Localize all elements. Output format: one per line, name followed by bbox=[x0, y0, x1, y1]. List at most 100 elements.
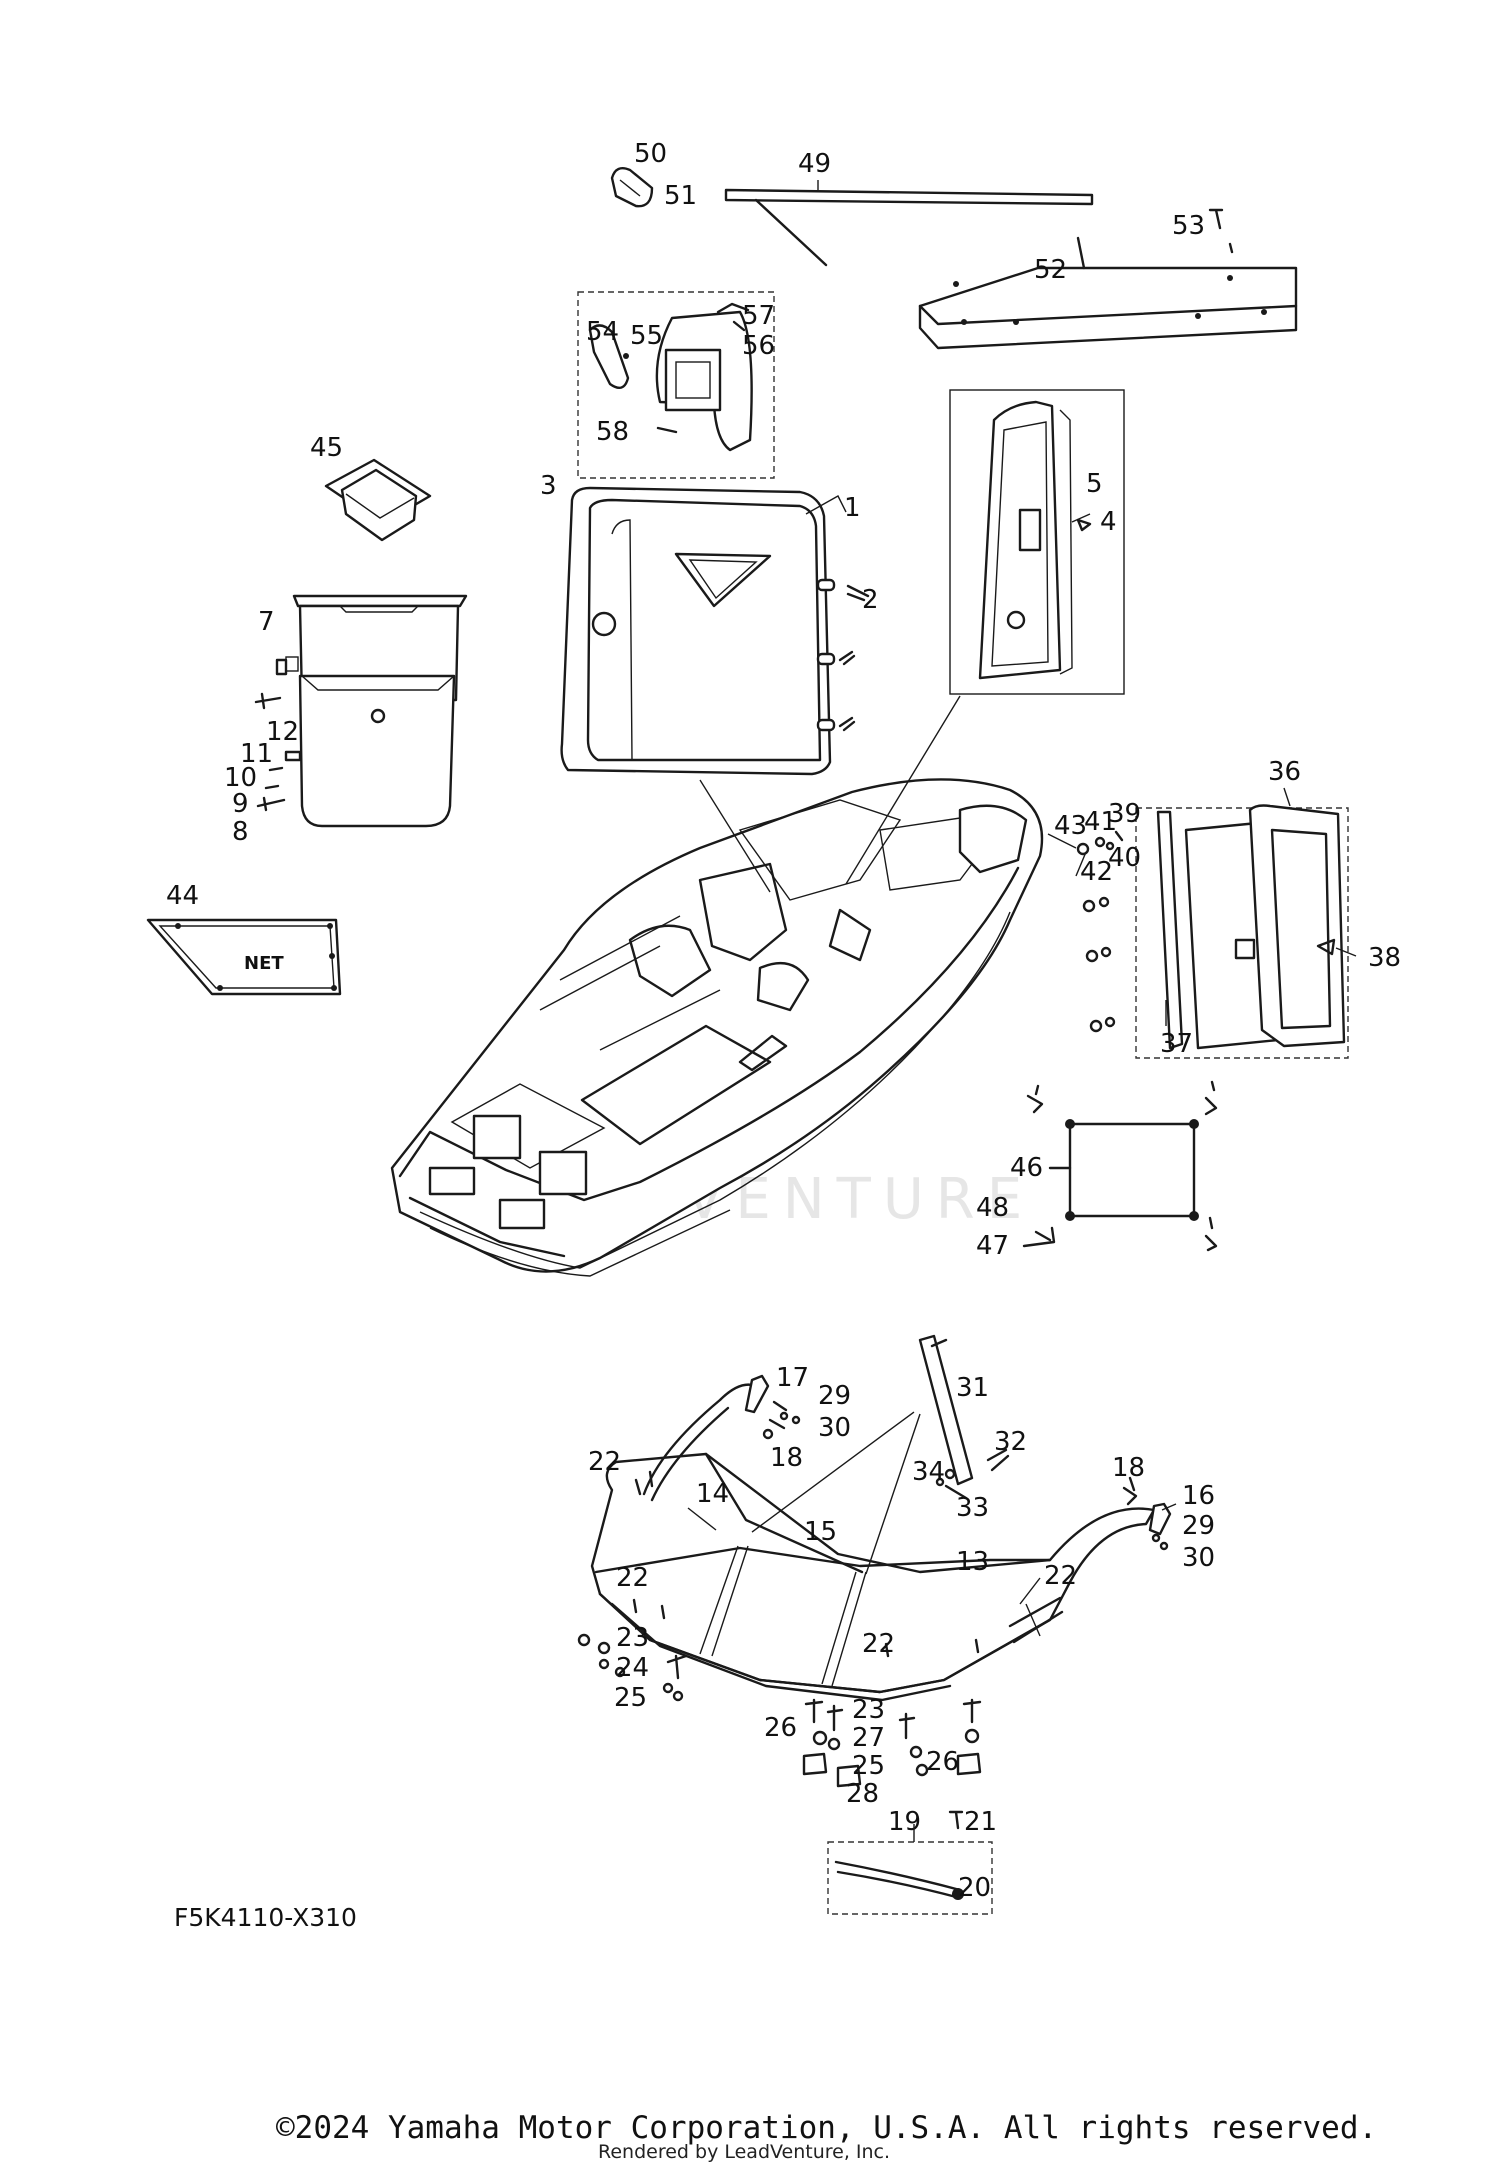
callout-17: 17 bbox=[776, 1363, 809, 1393]
callout-46: 46 bbox=[1010, 1153, 1043, 1183]
callout-5: 5 bbox=[1086, 469, 1103, 499]
callout-23a: 23 bbox=[616, 1623, 649, 1653]
callout-9: 9 bbox=[232, 789, 249, 819]
callout-29a: 29 bbox=[818, 1381, 851, 1411]
callout-55: 55 bbox=[630, 321, 663, 351]
callout-2: 2 bbox=[862, 585, 879, 615]
part-windshield-hardware bbox=[577, 1400, 1169, 1788]
callout-22c: 22 bbox=[862, 1629, 895, 1659]
detail-box-door-inner bbox=[949, 389, 1125, 695]
callout-56: 56 bbox=[742, 331, 775, 361]
copyright-notice: ©2024 Yamaha Motor Corporation, U.S.A. A… bbox=[276, 2110, 1377, 2146]
part-screw-53 bbox=[1208, 208, 1234, 254]
callout-22b: 22 bbox=[616, 1563, 649, 1593]
part-hardware-8-12 bbox=[254, 658, 302, 812]
rendered-by-notice: Rendered by LeadVenture, Inc. bbox=[598, 2141, 890, 2163]
callout-12: 12 bbox=[266, 717, 299, 747]
part-hatch bbox=[1156, 804, 1346, 1050]
callout-31: 31 bbox=[956, 1373, 989, 1403]
callout-40: 40 bbox=[1108, 843, 1141, 873]
callout-3: 3 bbox=[540, 471, 557, 501]
detail-box-seal bbox=[827, 1841, 993, 1915]
leader-31-a bbox=[751, 1411, 915, 1533]
callout-14: 14 bbox=[696, 1479, 729, 1509]
callout-4: 4 bbox=[1100, 507, 1117, 537]
callout-21: 21 bbox=[964, 1807, 997, 1837]
callout-57: 57 bbox=[742, 301, 775, 331]
part-net: NET bbox=[146, 918, 342, 996]
callout-7: 7 bbox=[258, 607, 275, 637]
part-cap-clip bbox=[610, 167, 654, 208]
detail-box-hinge bbox=[577, 291, 775, 479]
callout-53: 53 bbox=[1172, 211, 1205, 241]
callout-18b: 18 bbox=[1112, 1453, 1145, 1483]
callout-25b: 25 bbox=[852, 1751, 885, 1781]
callout-58: 58 bbox=[596, 417, 629, 447]
callout-52: 52 bbox=[1034, 255, 1067, 285]
leader-inner-to-hull bbox=[845, 695, 961, 885]
callout-51: 51 bbox=[664, 181, 697, 211]
callout-30b: 30 bbox=[1182, 1543, 1215, 1573]
leader-14 bbox=[687, 1507, 717, 1531]
leader-31-b bbox=[865, 1413, 921, 1575]
net-label: NET bbox=[244, 953, 284, 974]
callout-13: 13 bbox=[956, 1547, 989, 1577]
leader-door-to-hull bbox=[699, 779, 771, 893]
callout-38: 38 bbox=[1368, 943, 1401, 973]
callout-47: 47 bbox=[976, 1231, 1009, 1261]
callout-48: 48 bbox=[976, 1193, 1009, 1223]
callout-18a: 18 bbox=[770, 1443, 803, 1473]
callout-22a: 22 bbox=[588, 1447, 621, 1477]
part-boat-hull bbox=[390, 778, 1044, 1277]
callout-leaders bbox=[913, 513, 1357, 1842]
callout-32: 32 bbox=[994, 1427, 1027, 1457]
part-tray bbox=[324, 458, 432, 542]
part-windshield bbox=[590, 1374, 1172, 1702]
callout-39: 39 bbox=[1108, 799, 1141, 829]
callout-1: 1 bbox=[844, 493, 861, 523]
detail-box-hatch bbox=[1135, 807, 1349, 1059]
callout-54: 54 bbox=[586, 317, 619, 347]
callout-20: 20 bbox=[958, 1873, 991, 1903]
callout-16: 16 bbox=[1182, 1481, 1215, 1511]
callout-30a: 30 bbox=[818, 1413, 851, 1443]
callout-43: 43 bbox=[1054, 811, 1087, 841]
callout-36: 36 bbox=[1268, 757, 1301, 787]
part-cover bbox=[1022, 1080, 1218, 1252]
callout-41: 41 bbox=[1084, 807, 1117, 837]
part-support-arm bbox=[918, 1334, 1010, 1500]
leader-1 bbox=[805, 495, 847, 515]
diagram-code: F5K4110-X310 bbox=[174, 1903, 357, 1932]
callout-23b: 23 bbox=[852, 1695, 885, 1725]
callout-22d: 22 bbox=[1044, 1561, 1077, 1591]
callout-15: 15 bbox=[804, 1517, 837, 1547]
callout-11: 11 bbox=[240, 739, 273, 769]
part-seal-strip bbox=[834, 1810, 964, 1900]
callout-28: 28 bbox=[846, 1779, 879, 1809]
callout-27: 27 bbox=[852, 1723, 885, 1753]
callout-19: 19 bbox=[888, 1807, 921, 1837]
callout-labels: 50 51 4 9 53 52 57 56 54 55 58 45 3 1 5 4… bbox=[166, 139, 1401, 1903]
part-hinge-assembly bbox=[588, 302, 753, 452]
callout-24: 24 bbox=[616, 1653, 649, 1683]
part-door-inner bbox=[978, 400, 1092, 680]
callout-10: 10 bbox=[224, 763, 257, 793]
part-antenna-rod bbox=[724, 180, 1094, 267]
callout-29b: 29 bbox=[1182, 1511, 1215, 1541]
callout-34: 34 bbox=[912, 1457, 945, 1487]
callout-26a: 26 bbox=[764, 1713, 797, 1743]
callout-50: 50 bbox=[634, 139, 667, 169]
callout-8: 8 bbox=[232, 817, 249, 847]
callout-37: 37 bbox=[1160, 1029, 1193, 1059]
part-side-panel bbox=[918, 236, 1298, 350]
callout-45: 45 bbox=[310, 433, 343, 463]
callout-44: 44 bbox=[166, 881, 199, 911]
callout-26b: 26 bbox=[926, 1747, 959, 1777]
part-hatch-fasteners bbox=[1076, 830, 1124, 1033]
part-screws-2 bbox=[838, 584, 870, 732]
part-door bbox=[560, 486, 836, 776]
part-storage-bin bbox=[285, 594, 468, 828]
callout-33: 33 bbox=[956, 1493, 989, 1523]
callout-42: 42 bbox=[1080, 857, 1113, 887]
